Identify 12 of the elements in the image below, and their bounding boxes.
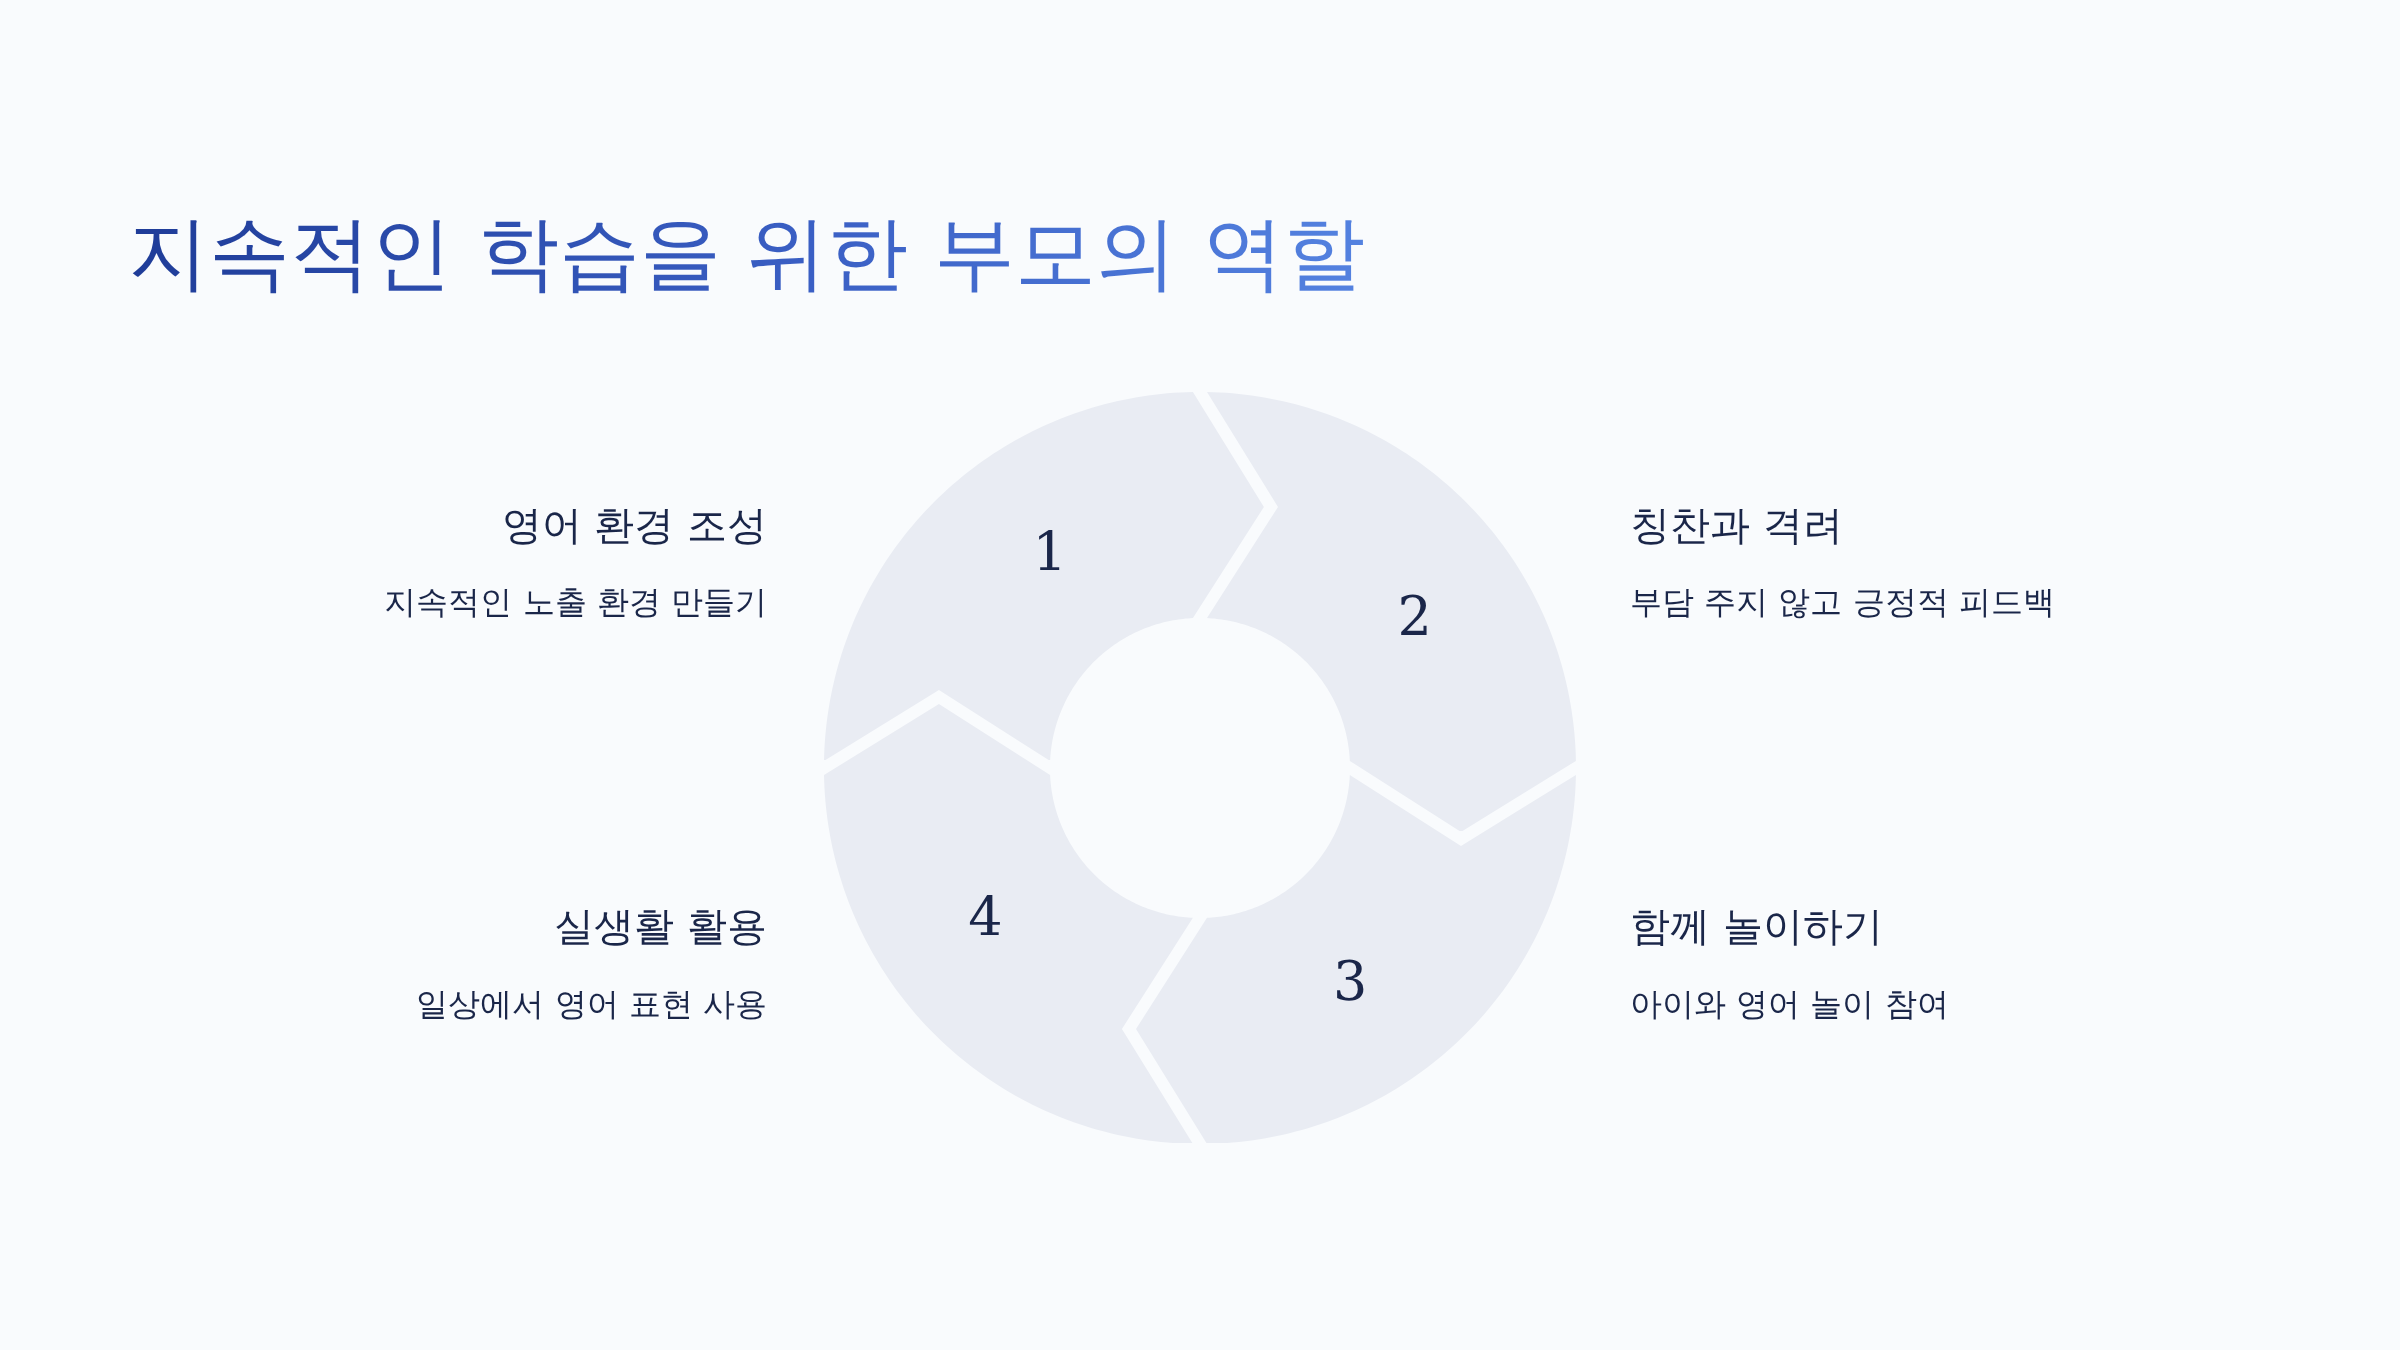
step-description: 지속적인 노출 환경 만들기 [384, 583, 767, 622]
step-description: 아이와 영어 놀이 참여 [1630, 985, 1949, 1024]
step-description: 일상에서 영어 표현 사용 [416, 985, 767, 1024]
step-number: 4 [968, 890, 1003, 945]
step-heading: 영어 환경 조성 [501, 501, 767, 549]
step-number: 3 [1333, 955, 1368, 1010]
step-heading: 실생활 활용 [554, 902, 767, 950]
step-description: 부담 주지 않고 긍정적 피드백 [1630, 583, 2055, 622]
step-heading: 함께 놀이하기 [1630, 902, 1883, 950]
step-number: 2 [1397, 590, 1432, 645]
step-heading: 칭찬과 격려 [1630, 501, 1843, 549]
step-number: 1 [1032, 525, 1067, 580]
